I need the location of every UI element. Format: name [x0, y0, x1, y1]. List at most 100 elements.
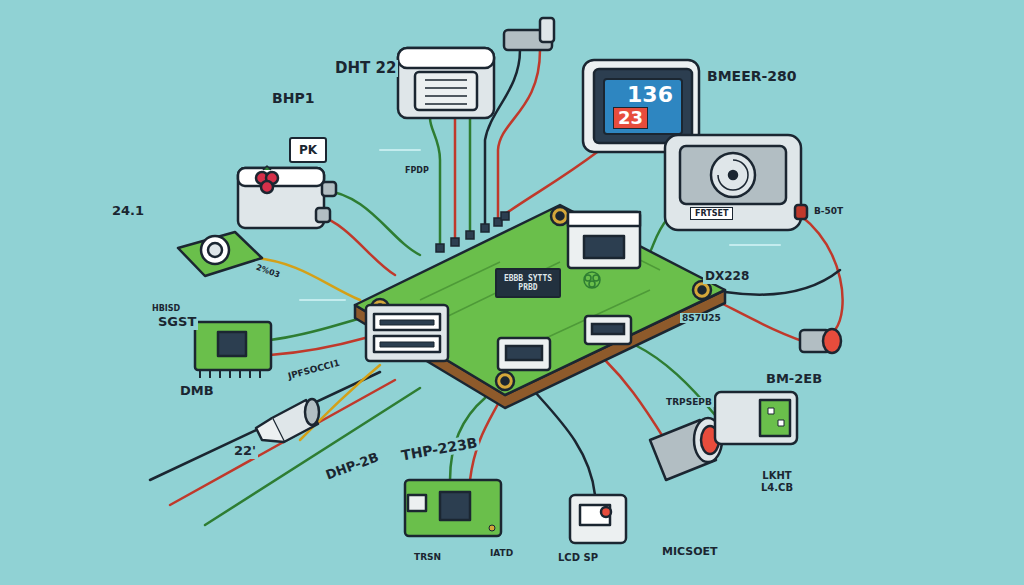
sensor-module [218, 332, 246, 356]
wire [505, 150, 600, 214]
small-module [601, 507, 611, 517]
circuit-board [557, 213, 564, 220]
micro-usb-port [585, 316, 631, 344]
sensor-module [195, 322, 271, 378]
wire [150, 50, 843, 525]
wire [323, 190, 420, 255]
small-module [580, 505, 610, 525]
part-label: BM-2EB [764, 372, 824, 387]
sensor-module [195, 322, 271, 370]
part-label: 22' [232, 444, 258, 459]
led [800, 329, 841, 353]
pin-header [436, 212, 509, 252]
usb-port [366, 305, 448, 361]
display [594, 69, 692, 143]
part-label: JPFSOCCI1 [285, 357, 343, 382]
wire [300, 365, 380, 440]
dht22-sensor [398, 48, 494, 68]
micro-usb-port [592, 324, 624, 334]
circuit-board [551, 207, 569, 225]
wire [635, 345, 715, 415]
usb-port [374, 336, 440, 352]
small-module [570, 495, 626, 543]
button-board [208, 243, 222, 257]
ethernet-port [584, 236, 624, 258]
pin-header [466, 231, 474, 239]
bme280-device [665, 135, 801, 230]
wire [454, 118, 457, 240]
logo [593, 275, 599, 281]
part-label: BMEER-280 [705, 68, 799, 84]
plug [540, 18, 554, 42]
wire [535, 392, 595, 495]
logo [584, 272, 600, 288]
raspberry-module [238, 168, 324, 228]
wire [605, 360, 665, 440]
pin-header [436, 244, 444, 252]
part-label: FPDP [403, 166, 431, 175]
part-label: B-50T [812, 206, 845, 216]
bme280-device [680, 146, 786, 204]
bme280-device [718, 160, 748, 190]
ethernet-port [568, 212, 640, 268]
pin-header [451, 238, 459, 246]
bm-device [768, 408, 774, 414]
raspberry-module [263, 166, 271, 170]
dht22-sensor [415, 72, 477, 110]
wire [205, 388, 420, 525]
module-tag: PK [289, 137, 327, 163]
pin-header [501, 212, 509, 220]
plug [504, 18, 554, 50]
bme280-device [729, 171, 737, 179]
sensor-module [200, 370, 260, 378]
wire [270, 338, 365, 355]
circuit-board [699, 287, 706, 294]
raspberry-module [316, 208, 330, 222]
part-label: DHP-2B [322, 450, 383, 484]
part-label: TRSN [412, 552, 443, 562]
micro-usb-port [585, 316, 631, 344]
usb-port [374, 314, 440, 330]
part-label: 8S7U25 [680, 313, 723, 323]
hdmi-port [498, 338, 550, 370]
cable-connector [256, 399, 319, 442]
part-label: LKHT L4.CB [752, 470, 802, 493]
logo [584, 272, 600, 288]
part-label: DX228 [703, 270, 751, 284]
circuit-board [355, 205, 725, 395]
bme280-device [795, 205, 807, 219]
button-board [178, 232, 262, 276]
part-label: 24.1 [110, 204, 146, 219]
node-text: EBBB SYTTS PRBD [502, 274, 554, 292]
part-label: THP-223B [398, 434, 481, 464]
usb-port [366, 305, 448, 361]
part-label: DHT 22 [333, 60, 398, 77]
processor-chip: EBBB SYTTS PRBD [495, 268, 561, 298]
usb-port [380, 320, 434, 325]
ethernet-port [568, 212, 640, 268]
device-plate: FRTSET [690, 207, 733, 220]
pin-header [481, 224, 489, 232]
raspberry-module [322, 182, 336, 196]
hdmi-port [506, 346, 542, 360]
bm-device [715, 392, 797, 444]
led [823, 329, 841, 353]
node-text: PK [299, 143, 317, 157]
circuit-board [355, 205, 725, 408]
logo [589, 281, 595, 287]
bm-device [760, 400, 790, 436]
node-text: 136 [613, 83, 673, 107]
raspberry-module [261, 181, 273, 193]
bottom-module [405, 480, 501, 536]
part-label: IATD [488, 548, 515, 558]
wire [170, 380, 395, 505]
speed-lines [730, 244, 780, 246]
push-button [650, 418, 722, 480]
wire [430, 118, 440, 246]
wire [469, 118, 472, 233]
dht22-sensor [398, 48, 494, 118]
part-label: SGST [156, 315, 198, 330]
wire [270, 318, 362, 340]
bme280-device [665, 135, 807, 230]
